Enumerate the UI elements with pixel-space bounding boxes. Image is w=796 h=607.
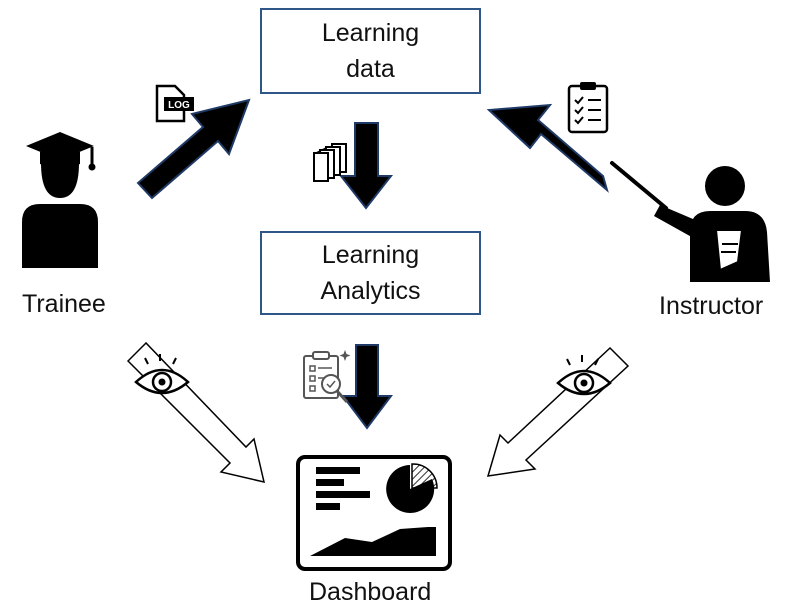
log-icon-text: LOG	[168, 100, 190, 111]
learning-data-box: Learning data	[260, 8, 481, 94]
trainee-view-arrow	[126, 341, 266, 484]
dashboard-label: Dashboard	[309, 578, 432, 606]
analytics-to-dashboard-arrow	[341, 344, 393, 430]
log-file-icon: LOG	[155, 84, 194, 123]
report-magnifier-icon	[303, 350, 351, 404]
document-stack-icon	[313, 143, 347, 182]
learning-data-line2: data	[346, 55, 395, 83]
learning-analytics-box: Learning Analytics	[260, 231, 481, 315]
teacher-pointer-icon	[610, 161, 770, 282]
eye-icon	[556, 355, 612, 396]
dashboard-icon	[296, 455, 452, 571]
learning-data-line1: Learning	[321, 19, 420, 47]
trainee-label: Trainee	[22, 290, 106, 318]
learning-analytics-line1: Learning	[321, 241, 420, 269]
checklist-icon	[567, 82, 609, 134]
instructor-to-data-arrow	[486, 103, 609, 193]
learning-analytics-line2: Analytics	[320, 277, 421, 305]
trainee-to-data-arrow	[136, 98, 251, 200]
eye-icon	[134, 354, 190, 395]
instructor-view-arrow	[486, 346, 630, 477]
data-to-analytics-arrow	[338, 122, 394, 210]
graduate-person-icon	[22, 132, 98, 268]
instructor-label: Instructor	[659, 292, 764, 320]
